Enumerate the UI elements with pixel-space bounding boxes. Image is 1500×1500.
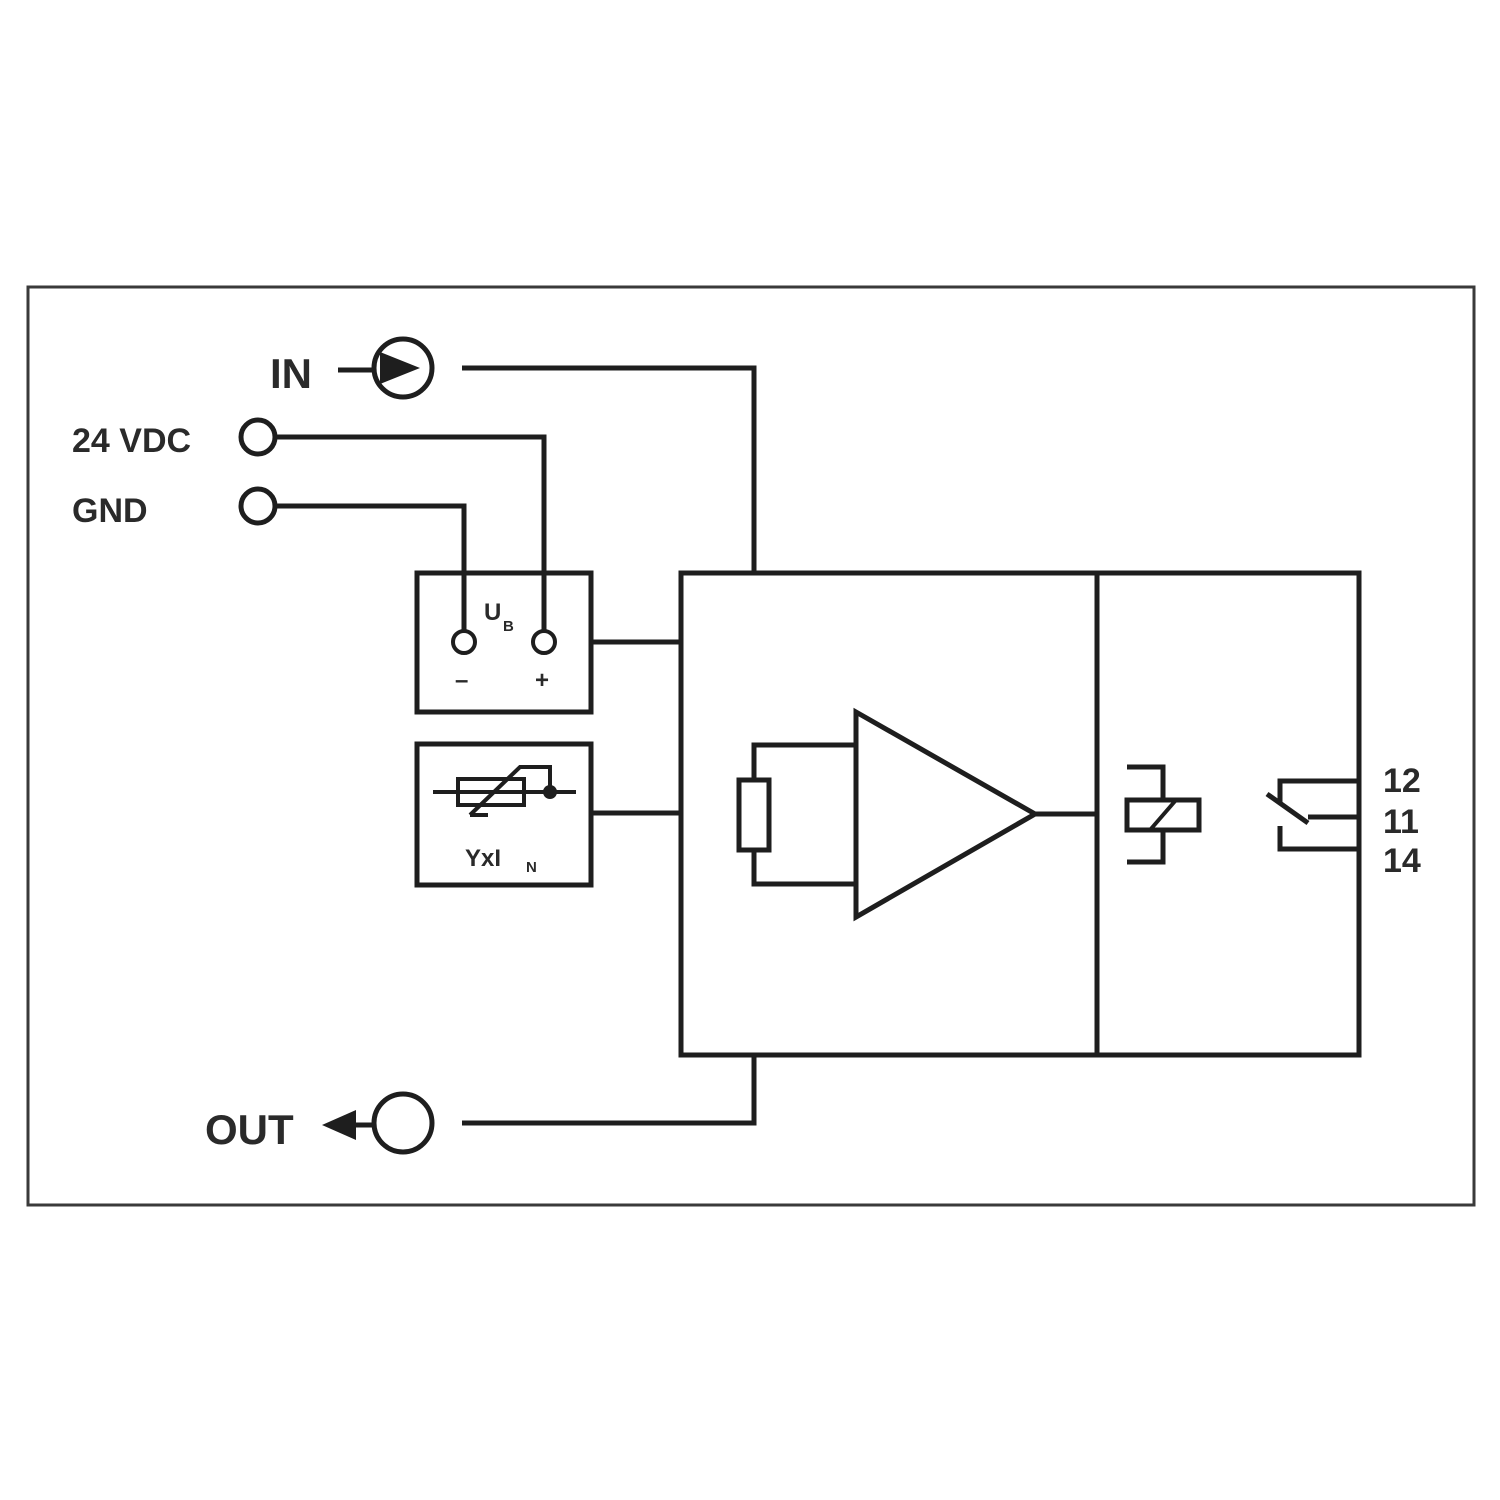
ub-subscript: B: [503, 618, 514, 635]
power-supply-block: U B – +: [414, 570, 594, 715]
input-current-source-icon: [371, 336, 435, 400]
amplifier-triangle: [853, 707, 1041, 922]
output-arrow-icon: [322, 1110, 372, 1140]
ub-label: U: [484, 599, 501, 626]
contact-14-label: 14: [1383, 842, 1421, 880]
supply-wire: [275, 434, 547, 630]
contact-12-label: 12: [1383, 762, 1421, 800]
supply-label: 24 VDC: [72, 422, 191, 460]
range-subscript: N: [526, 859, 537, 876]
output-current-source-icon: [371, 1091, 435, 1155]
in-wire: [462, 365, 757, 573]
contact-11-label: 11: [1383, 803, 1419, 841]
setpoint-block: YxI N: [414, 741, 594, 888]
potentiometer-icon: [433, 765, 576, 817]
in-label: IN: [270, 350, 312, 397]
plus-label: +: [535, 667, 549, 694]
diagram-frame: [26, 285, 1476, 1207]
relay-contact-icon: [1265, 778, 1357, 852]
minus-label: –: [455, 667, 468, 694]
supply-terminal: [238, 417, 278, 457]
ground-terminal: [238, 486, 278, 526]
out-wire: [462, 1055, 757, 1126]
relay-coil-icon: [1124, 764, 1202, 865]
shunt-resistor: [736, 742, 856, 887]
out-label: OUT: [205, 1106, 294, 1153]
range-label: YxI: [465, 845, 501, 872]
ground-label: GND: [72, 492, 148, 530]
main-module: [678, 570, 1362, 1058]
ground-wire: [275, 503, 467, 630]
